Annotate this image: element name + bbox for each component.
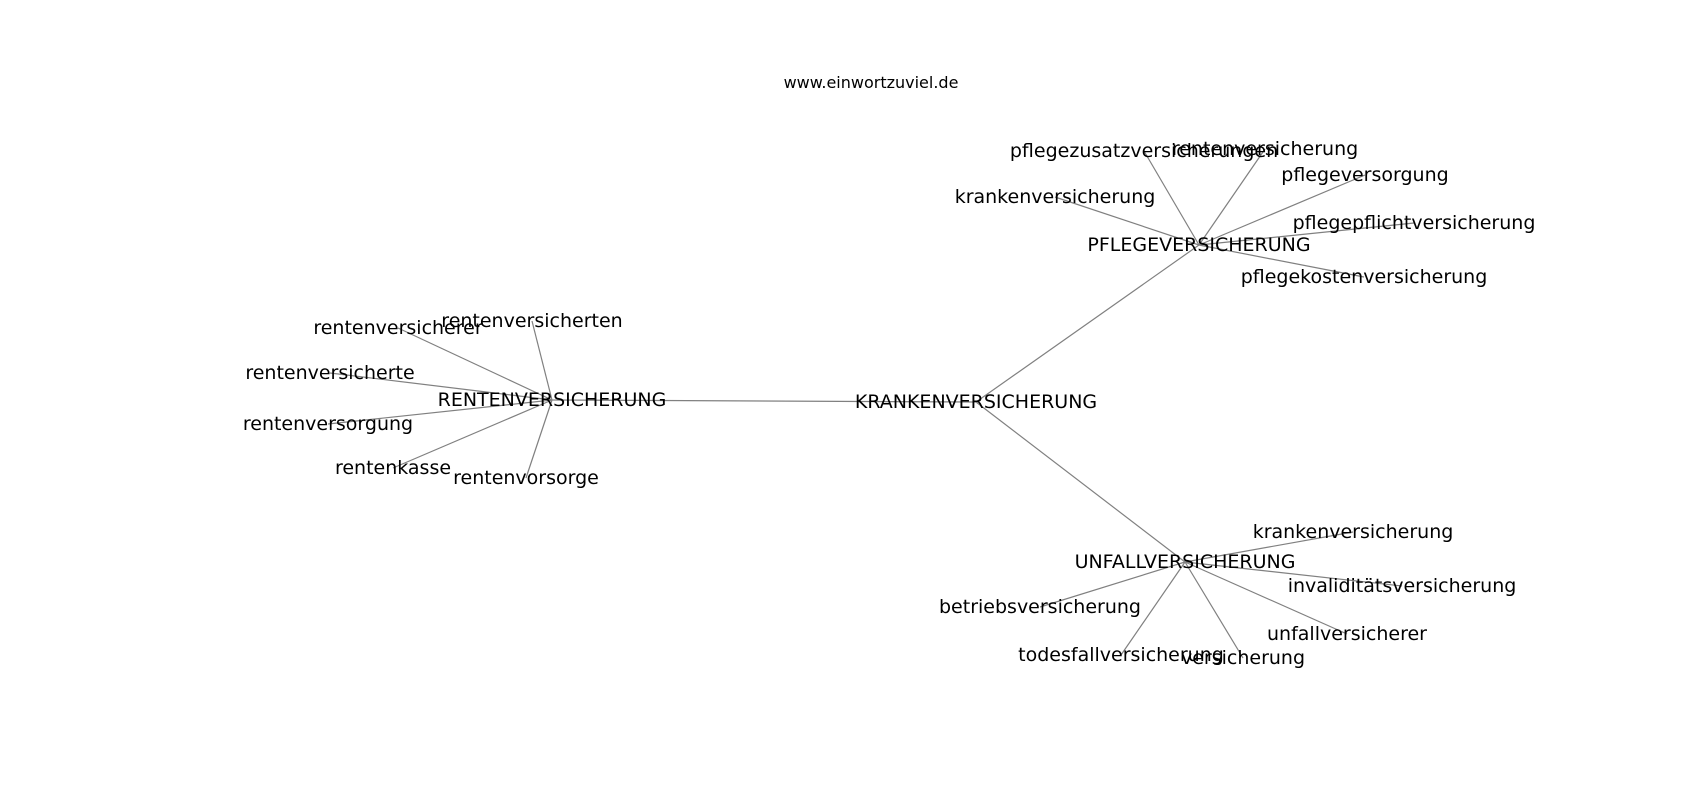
node-label-rv4: rentenversorgung: [243, 413, 413, 435]
edge-rv-rv4: [327, 399, 553, 425]
edge-pv-pv3: [1198, 174, 1366, 246]
node-label-rv2: rentenversicherten: [441, 310, 622, 332]
node-label-pv3: pflegeversorgung: [1281, 164, 1448, 186]
edge-uv-uv5: [1120, 561, 1186, 656]
edge-uv-uv6: [1184, 561, 1244, 659]
edge-uv-uv4: [1184, 561, 1348, 635]
edge-uv-uv3: [1039, 561, 1186, 608]
edge-uv-uv2: [1184, 561, 1403, 587]
node-label-uv6: versicherung: [1181, 647, 1305, 669]
node-label-rv5: rentenkasse: [335, 457, 451, 479]
edge-kv-rv: [551, 399, 977, 403]
edge-kv-pv: [975, 244, 1200, 403]
source-label: www.einwortzuviel.de: [784, 73, 959, 92]
edge-pv-pv2: [1198, 148, 1266, 246]
edge-rv-rv1: [397, 327, 553, 401]
edge-pv-pv5: [1198, 222, 1415, 246]
edge-rv-rv5: [392, 399, 553, 469]
node-label-kv: KRANKENVERSICHERUNG: [855, 391, 1097, 413]
node-label-pv6: pflegekostenversicherung: [1241, 266, 1488, 288]
node-label-rv1: rentenversicherer: [313, 317, 482, 339]
edge-layer: [327, 148, 1415, 659]
node-label-uv: UNFALLVERSICHERUNG: [1075, 551, 1296, 573]
edge-pv-pv4: [1054, 196, 1200, 246]
node-label-pv1: pflegezusatzversicherungen: [1010, 140, 1278, 162]
node-label-pv5: pflegepflichtversicherung: [1293, 212, 1536, 234]
node-layer: KRANKENVERSICHERUNG RENTENVERSICHERUNG PFL…: [243, 138, 1536, 669]
node-label-uv4: unfallversicherer: [1267, 623, 1427, 645]
node-label-uv5: todesfallversicherung: [1018, 644, 1224, 666]
node-label-pv2: rentenversicherung: [1172, 138, 1358, 160]
edge-rv-rv3: [329, 372, 553, 401]
node-label-rv6: rentenvorsorge: [453, 467, 599, 489]
edge-uv-uv1: [1184, 531, 1354, 563]
edge-pv-pv6: [1198, 244, 1365, 278]
edge-rv-rv6: [525, 399, 553, 479]
node-label-uv2: invaliditätsversicherung: [1288, 575, 1517, 597]
node-label-pv4: krankenversicherung: [955, 186, 1156, 208]
edge-kv-uv: [975, 401, 1186, 563]
edge-rv-rv2: [531, 320, 553, 401]
node-label-pv: PFLEGEVERSICHERUNG: [1087, 234, 1310, 256]
node-label-rv3: rentenversicherte: [245, 362, 414, 384]
node-label-uv3: betriebsversicherung: [939, 596, 1141, 618]
edge-pv-pv1: [1143, 150, 1200, 246]
node-label-uv1: krankenversicherung: [1253, 521, 1454, 543]
node-label-rv: RENTENVERSICHERUNG: [438, 389, 667, 411]
